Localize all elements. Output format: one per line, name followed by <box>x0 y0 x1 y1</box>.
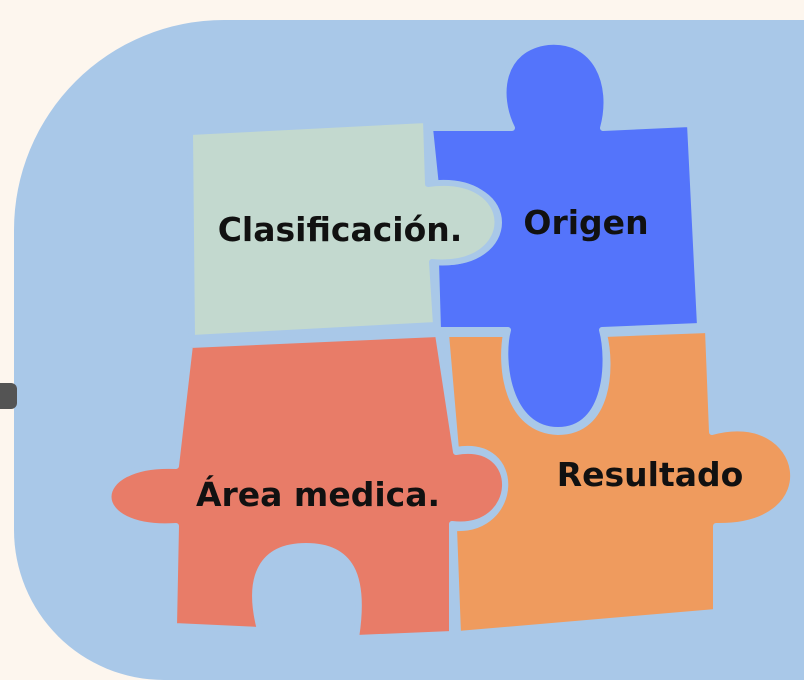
puzzle-piece-clasificacion <box>187 117 501 341</box>
diagram-canvas: Clasificación. Origen Área medica. Resul… <box>0 20 804 680</box>
side-handle[interactable] <box>0 383 17 409</box>
puzzle-diagram: Clasificación. Origen Área medica. Resul… <box>105 41 794 641</box>
label-area-medica: Área medica. <box>196 474 440 514</box>
label-clasificacion: Clasificación. <box>218 210 463 249</box>
label-resultado: Resultado <box>557 455 744 494</box>
puzzle-piece-area-medica <box>105 331 508 641</box>
label-origen: Origen <box>523 203 648 242</box>
